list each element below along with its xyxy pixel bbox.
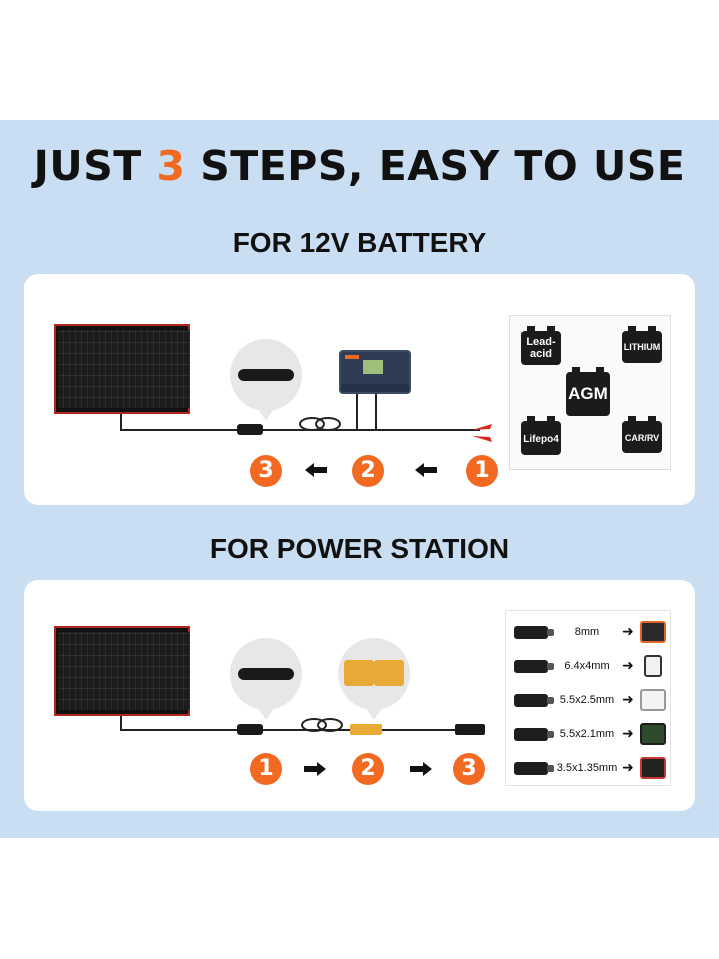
right-arrow-icon [410,762,432,776]
battery-clamps [472,424,492,442]
connector-zoom-view [230,339,302,421]
cable-coil [299,417,341,431]
adapter-row: 8mm ➜ [506,619,672,647]
power-station-icon [640,723,666,745]
solar-panel [54,626,190,716]
power-station-icon [640,689,666,711]
step-badge: 1 [250,753,282,785]
adapter-size: 8mm [574,626,600,638]
dc-plug-icon [514,762,554,775]
adapter-size: 6.4x4mm [564,660,610,672]
dc-plug-icon [514,626,554,639]
adapter-row: 3.5x1.35mm ➜ [506,755,672,783]
charge-controller [339,350,411,394]
battery-section-title: FOR 12V BATTERY [232,227,487,258]
battery-lithium: LITHIUM [622,326,662,363]
battery-lead-acid: Lead-acid [521,326,561,365]
left-arrow-icon [415,463,437,477]
dc-adapter-list: 8mm ➜ 6.4x4mm ➜ 5.5x2.5mm ➜ 5.5x2.1mm ➜ … [505,610,671,786]
dc-plug-icon [514,728,554,741]
step-badge: 3 [250,455,282,487]
headline: JUST 3 STEPS, EASY TO USE [33,142,686,190]
xt60-zoom-view [338,638,410,720]
battery-car-rv: CAR/RV [622,416,662,453]
cable-coil [301,718,343,732]
sae-connector [237,724,263,735]
adapter-row: 6.4x4mm ➜ [506,653,672,681]
adapter-size: 5.5x2.5mm [559,694,615,706]
step-badge: 2 [352,455,384,487]
solar-panel [54,324,190,414]
battery-lifepo4: Lifepo4 [521,416,561,455]
adapter-size: 3.5x1.35mm [556,762,618,774]
xt60-connector [350,724,382,735]
arrow-icon: ➜ [622,725,634,741]
dc-plug-icon [514,694,554,707]
arrow-icon: ➜ [622,759,634,775]
arrow-icon: ➜ [622,657,634,673]
arrow-icon: ➜ [622,623,634,639]
step-badge: 3 [453,753,485,785]
power-station-icon [640,621,666,643]
adapter-row: 5.5x2.1mm ➜ [506,721,672,749]
adapter-row: 5.5x2.5mm ➜ [506,687,672,715]
connector-zoom-view [230,638,302,720]
right-arrow-icon [304,762,326,776]
left-arrow-icon [305,463,327,477]
step-badge: 1 [466,455,498,487]
step-badge: 2 [352,753,384,785]
power-station-icon [640,757,666,779]
adapter-size: 5.5x2.1mm [559,728,615,740]
sae-connector [237,424,263,435]
dc-plug-icon [514,660,554,673]
battery-agm: AGM [566,367,610,416]
arrow-icon: ➜ [622,691,634,707]
headline-number: 3 [156,142,186,190]
dc-plug [455,724,485,735]
power-station-section-title: FOR POWER STATION [209,533,510,564]
power-station-icon [644,655,662,677]
